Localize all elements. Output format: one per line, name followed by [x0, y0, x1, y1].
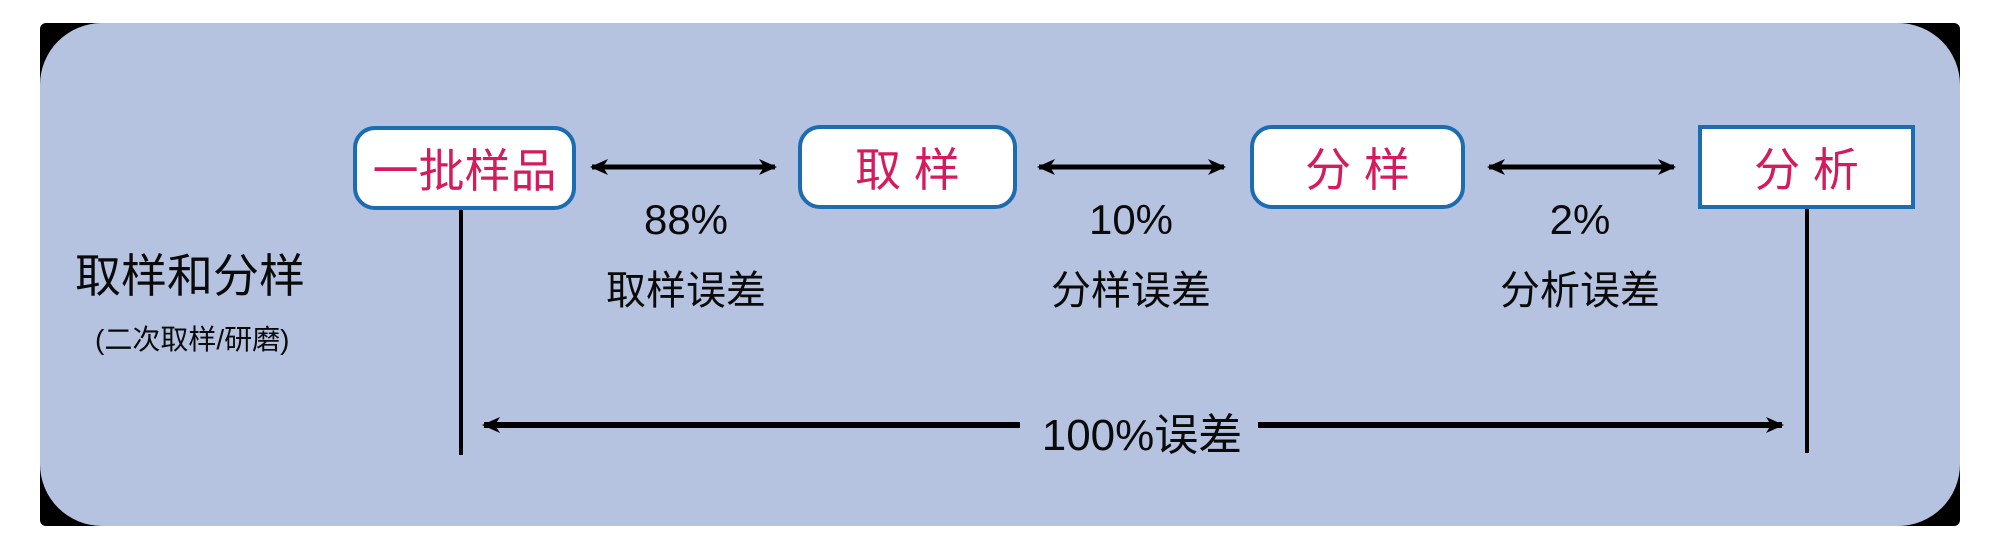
splitting-error-label: 分样误差: [1051, 269, 1211, 313]
sampling-error-percent: 88%: [643, 196, 729, 243]
analysis-error-label: 分析误差: [1500, 269, 1660, 313]
diagram-title: 取样和分样: [75, 250, 305, 302]
node-sampling-label: 取 样: [855, 144, 960, 196]
total-error-label: 100%误差: [1041, 411, 1243, 460]
diagram-subtitle: (二次取样/研磨): [95, 324, 290, 355]
node-sample-splitting: 分 样: [1250, 125, 1465, 209]
splitting-error-percent: 10%: [1088, 196, 1174, 243]
node-sample-splitting-label: 分 样: [1305, 144, 1410, 196]
node-analysis-label: 分 析: [1754, 144, 1859, 196]
diagram-panel: [40, 23, 1960, 526]
node-sampling: 取 样: [798, 125, 1017, 209]
node-analysis: 分 析: [1698, 125, 1915, 209]
sampling-error-label: 取样误差: [606, 269, 766, 313]
panel-corner-backing: [40, 23, 1960, 526]
node-batch-of-samples: 一批样品: [353, 126, 576, 210]
analysis-error-percent: 2%: [1549, 196, 1611, 243]
node-batch-label: 一批样品: [372, 145, 557, 197]
